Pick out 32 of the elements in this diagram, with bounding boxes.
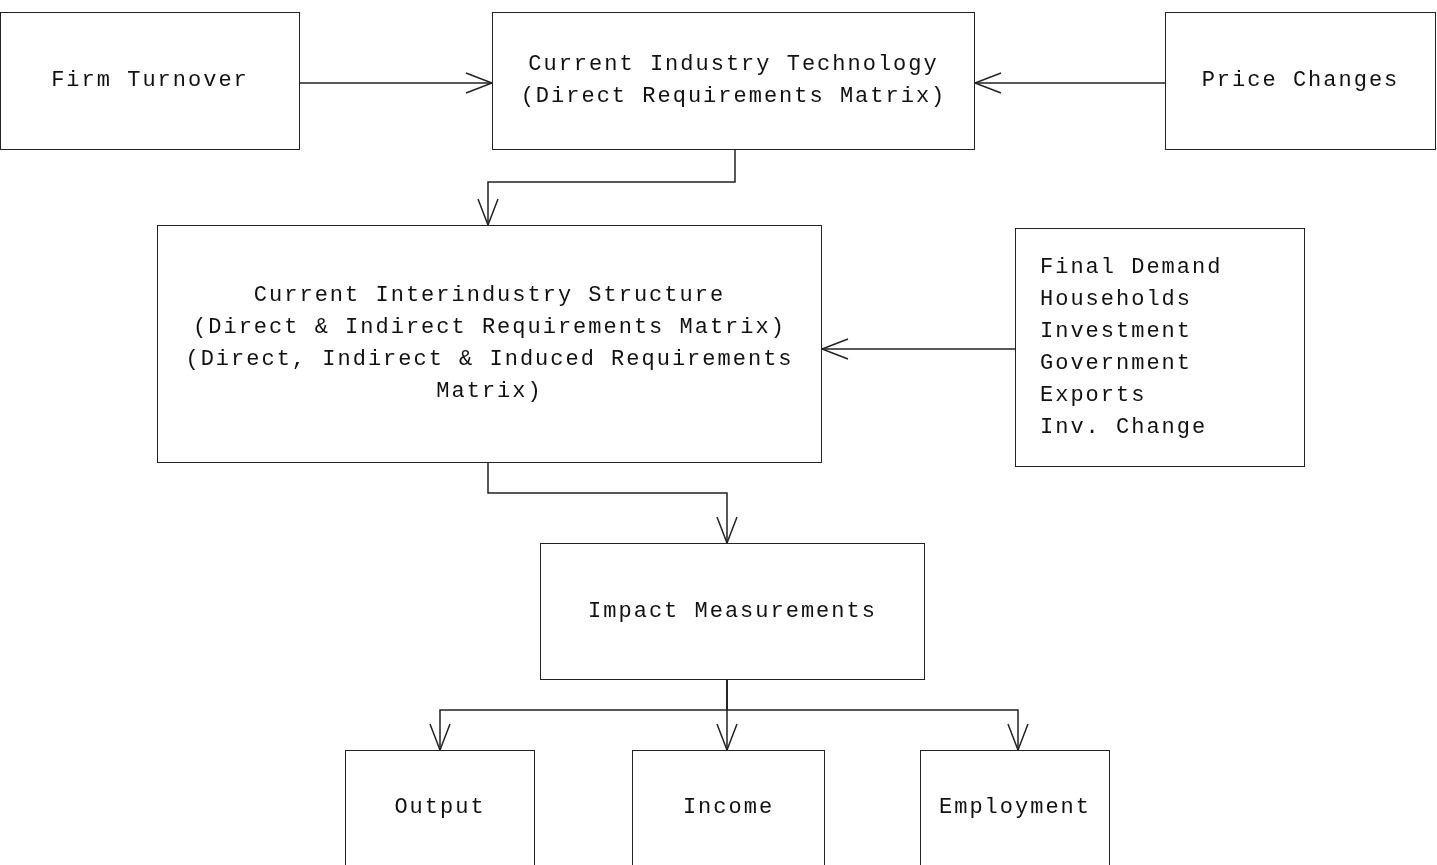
box-text: Exports [1040, 381, 1147, 410]
arrow [487, 462, 738, 544]
process-box [345, 750, 535, 865]
box-text: (Direct Requirements Matrix) [520, 83, 947, 111]
arrow [974, 72, 1166, 94]
box-text: Income [682, 794, 775, 822]
box-text: Government [1040, 349, 1193, 378]
box-text: Investment [1040, 317, 1193, 346]
process-box [920, 750, 1110, 865]
process-box [492, 12, 975, 150]
box-text: Current Industry Technology [528, 51, 939, 79]
process-box [0, 12, 300, 150]
arrow [821, 338, 1016, 360]
box-text: Firm Turnover [51, 67, 249, 95]
process-box [632, 750, 825, 865]
box-text: Employment [939, 794, 1091, 822]
process-box [1015, 228, 1305, 467]
box-text: Final Demand [1040, 253, 1223, 282]
process-box [1165, 12, 1436, 150]
box-text: Current Interindustry Structure [253, 282, 726, 310]
box-text: Price Changes [1201, 67, 1400, 95]
box-text: (Direct, Indirect & Induced Requirements Matrix) [184, 346, 795, 406]
box-text: (Direct & Indirect Requirements Matrix) [193, 314, 786, 342]
process-box [157, 225, 822, 463]
box-text: Inv. Change [1040, 413, 1208, 442]
arrow [299, 72, 493, 94]
box-text: Households [1040, 285, 1193, 314]
box-text: Output [394, 794, 486, 822]
arrow [477, 149, 736, 226]
box-text: Impact Measurements [588, 597, 877, 626]
process-box [540, 543, 925, 680]
arrow [726, 679, 1029, 751]
